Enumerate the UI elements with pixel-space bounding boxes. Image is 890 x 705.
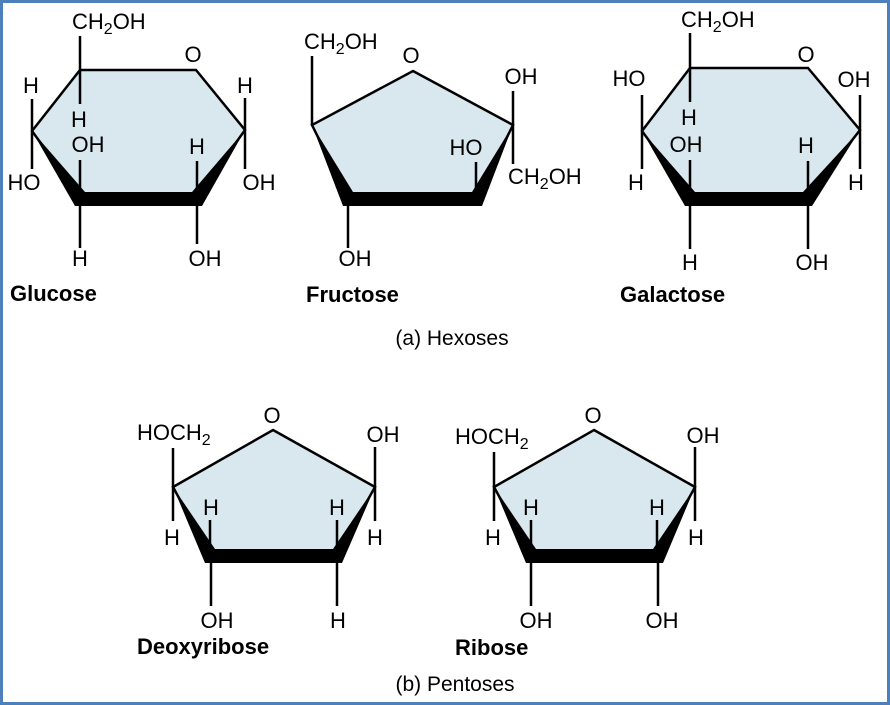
fructose-structure: CH2OH O OH HO CH2OH OH Fructose [304, 29, 582, 307]
fructose-label-chain-right: CH2OH [508, 164, 582, 193]
fructose-label-ring-oxygen: O [402, 43, 419, 68]
formula-subscript: 2 [202, 432, 211, 449]
ribose-label-bottom-right: OH [646, 608, 679, 633]
formula-part: HOCH [137, 420, 202, 445]
formula-subscript: 2 [540, 176, 549, 193]
glucose-label-bottom-left: H [72, 246, 88, 271]
ribose-structure: HOCH2 O OH H H H H OH OH Ribose [455, 403, 720, 660]
ribose-label-chain-left: HOCH2 [455, 424, 529, 453]
formula-part: OH [345, 29, 378, 54]
glucose-label-outer-left-top: H [23, 73, 39, 98]
galactose-label-inner-right: H [798, 133, 814, 158]
glucose-label-bottom-right: OH [189, 246, 222, 271]
glucose-label-outer-right-bottom: OH [243, 170, 276, 195]
deoxyribose-label-ring-oxygen: O [263, 403, 280, 428]
formula-part: OH [113, 9, 146, 34]
fructose-label-outer-right-top: OH [505, 64, 538, 89]
formula-part: CH [304, 29, 336, 54]
ribose-label-bottom-left: OH [520, 608, 553, 633]
galactose-label-inner-left-bottom: OH [670, 132, 703, 157]
galactose-label-outer-right-bottom: H [848, 170, 864, 195]
formula-part: OH [722, 7, 755, 32]
fructose-label-inner-right: HO [450, 135, 483, 160]
ribose-label-outer-left-bottom: H [485, 525, 501, 550]
glucose-structure: CH2OH O H H OH HO H H OH H OH Glucose [8, 9, 276, 306]
ribose-label-outer-right-top: OH [687, 423, 720, 448]
formula-subscript: 2 [520, 436, 529, 453]
deoxyribose-name: Deoxyribose [137, 634, 269, 659]
fructose-label-bottom-left: OH [339, 246, 372, 271]
formula-subscript: 2 [336, 41, 345, 58]
formula-part: CH [72, 9, 104, 34]
deoxyribose-label-chain-left: HOCH2 [137, 420, 211, 449]
galactose-label-chain-top: CH2OH [681, 7, 755, 36]
ribose-label-inner-right: H [649, 495, 665, 520]
fructose-label-chain-top: CH2OH [304, 29, 378, 58]
ribose-label-inner-left: H [523, 495, 539, 520]
formula-part: CH [508, 164, 540, 189]
galactose-label-outer-left-bottom: H [628, 170, 644, 195]
glucose-label-chain-top: CH2OH [72, 9, 146, 38]
galactose-label-bottom-left: H [682, 250, 698, 275]
glucose-name: Glucose [10, 281, 97, 306]
galactose-label-ring-oxygen: O [797, 42, 814, 67]
galactose-label-inner-left-top: H [681, 105, 697, 130]
ribose-label-outer-right-bottom: H [688, 525, 704, 550]
glucose-label-inner-left-bottom: OH [72, 132, 105, 157]
deoxyribose-label-bottom-left: OH [201, 608, 234, 633]
glucose-label-outer-left-bottom: HO [8, 170, 41, 195]
galactose-label-bottom-right: OH [796, 250, 829, 275]
glucose-label-ring-oxygen: O [184, 42, 201, 67]
formula-subscript: 2 [713, 19, 722, 36]
formula-subscript: 2 [104, 21, 113, 38]
formula-part: OH [549, 164, 582, 189]
deoxyribose-label-bottom-right: H [330, 608, 346, 633]
formula-part: CH [681, 7, 713, 32]
galactose-label-outer-right-top: OH [838, 67, 871, 92]
galactose-label-outer-left-top: HO [613, 66, 646, 91]
glucose-label-inner-right: H [189, 134, 205, 159]
deoxyribose-structure: HOCH2 O OH H H H H OH H Deoxyribose [137, 403, 400, 659]
ribose-label-ring-oxygen: O [584, 403, 601, 428]
caption-pentoses: (b) Pentoses [395, 673, 514, 696]
fructose-name: Fructose [306, 282, 399, 307]
formula-part: HOCH [455, 424, 520, 449]
ribose-name: Ribose [455, 635, 528, 660]
galactose-structure: CH2OH O HO H H OH H OH H H OH Galactose [613, 7, 871, 307]
deoxyribose-label-outer-left-bottom: H [164, 525, 180, 550]
deoxyribose-label-inner-right: H [329, 495, 345, 520]
caption-hexoses: (a) Hexoses [395, 327, 508, 350]
deoxyribose-label-outer-right-bottom: H [367, 525, 383, 550]
glucose-label-inner-left-top: H [71, 107, 87, 132]
deoxyribose-label-outer-right-top: OH [367, 422, 400, 447]
deoxyribose-label-inner-left: H [203, 495, 219, 520]
glucose-label-outer-right-top: H [237, 73, 253, 98]
galactose-name: Galactose [620, 282, 725, 307]
